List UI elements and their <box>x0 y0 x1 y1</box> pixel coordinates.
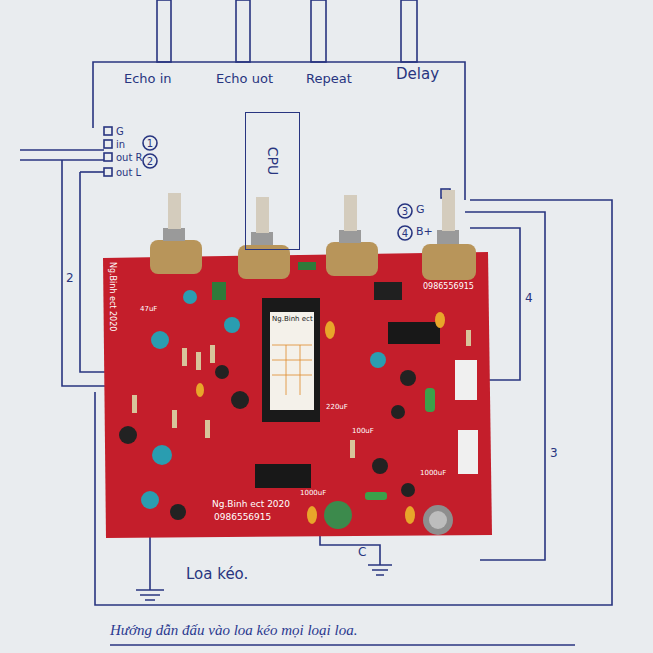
pcb-silkscreen: Ng.Binh ect 2020 <box>107 262 116 331</box>
capacitor-value: 220uF <box>326 404 348 412</box>
cpu-label: CPU <box>266 147 282 175</box>
potentiometers <box>150 190 476 280</box>
hand-drawn-wires <box>20 0 612 645</box>
pin-label: out L <box>116 167 141 178</box>
callout-number: 2 <box>147 156 153 167</box>
port-label: Echo uot <box>216 72 273 86</box>
pcb-silkscreen: 0986556915 <box>423 283 474 292</box>
port-label: Delay <box>396 66 439 83</box>
port-label: Repeat <box>306 72 352 86</box>
speaker-label: Loa kéo. <box>186 566 248 583</box>
pcb-board <box>103 252 492 538</box>
pin-label: B+ <box>416 226 433 238</box>
pcb-silkscreen: 0986556915 <box>214 513 271 523</box>
instruction-caption: Hướng dẫn đấu vào loa kéo mọi loại loa. <box>110 622 357 639</box>
wire-number: 3 <box>550 447 558 460</box>
pcb-silkscreen: Ng.Binh ect 2020 <box>212 500 290 510</box>
capacitor-value: 47uF <box>140 306 157 314</box>
capacitor-value: 1000uF <box>300 490 326 498</box>
pin-label: out R <box>116 152 143 163</box>
wire-number: 4 <box>525 292 533 305</box>
pin-label: in <box>116 139 125 150</box>
chip-sticker: Ng.Binh ect <box>272 316 313 324</box>
cpu-box: CPU <box>245 112 300 250</box>
capacitor-value: 1000uF <box>420 470 446 478</box>
callout-number: 4 <box>402 228 408 239</box>
capacitor-value: 100uF <box>352 428 374 436</box>
pin-label: G <box>416 204 425 216</box>
ground-label: C <box>358 546 366 559</box>
wire-number: 2 <box>66 272 74 285</box>
port-label: Echo in <box>124 72 172 86</box>
callout-number: 3 <box>402 206 408 217</box>
pin-label: G <box>116 126 124 137</box>
callout-number: 1 <box>147 138 153 149</box>
